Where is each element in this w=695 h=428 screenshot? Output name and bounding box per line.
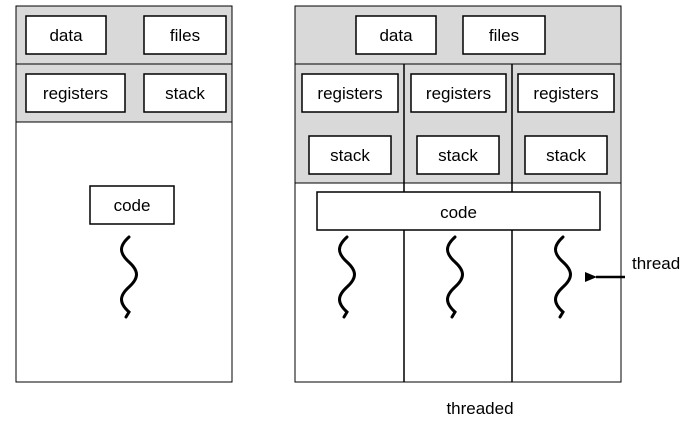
thread-3-registers-box: registers [517,73,615,113]
thread-3-stack-box: stack [524,135,608,175]
thread-3-registers-label: registers [533,84,598,103]
single-data-label: data [49,26,83,45]
single-data-box: data [25,15,107,55]
thread-column-1: registers stack [301,73,399,175]
multi-threaded-process: data files registers stack registers [294,5,680,418]
single-thread-squiggle [120,235,138,319]
single-threaded-process: data files registers stack code [15,5,233,383]
multi-caption: threaded [446,399,513,418]
multi-files-label: files [489,26,519,45]
thread-1-squiggle [338,235,356,319]
thread-3-stack-label: stack [546,146,586,165]
multi-files-box: files [462,15,546,55]
thread-1-stack-label: stack [330,146,370,165]
thread-1-registers-label: registers [317,84,382,103]
thread-2-stack-label: stack [438,146,478,165]
single-stack-label: stack [165,84,205,103]
thread-pointer-label: thread [632,254,680,273]
thread-1-stack-box: stack [308,135,392,175]
single-code-label: code [114,196,151,215]
thread-column-2: registers stack [410,73,507,175]
single-code-region [15,121,233,383]
single-registers-box: registers [25,73,126,113]
thread-column-3: registers stack [517,73,615,175]
multi-code-box: code [316,191,601,231]
single-registers-label: registers [43,84,108,103]
multi-data-box: data [355,15,437,55]
single-stack-box: stack [143,73,227,113]
thread-2-registers-label: registers [426,84,491,103]
thread-2-registers-box: registers [410,73,507,113]
multi-data-label: data [379,26,413,45]
single-files-box: files [143,15,227,55]
thread-3-squiggle [554,235,572,319]
thread-1-registers-box: registers [301,73,399,113]
thread-2-stack-box: stack [416,135,500,175]
multi-code-label: code [440,203,477,222]
single-code-box: code [89,185,175,225]
thread-2-squiggle [446,235,464,319]
single-files-label: files [170,26,200,45]
